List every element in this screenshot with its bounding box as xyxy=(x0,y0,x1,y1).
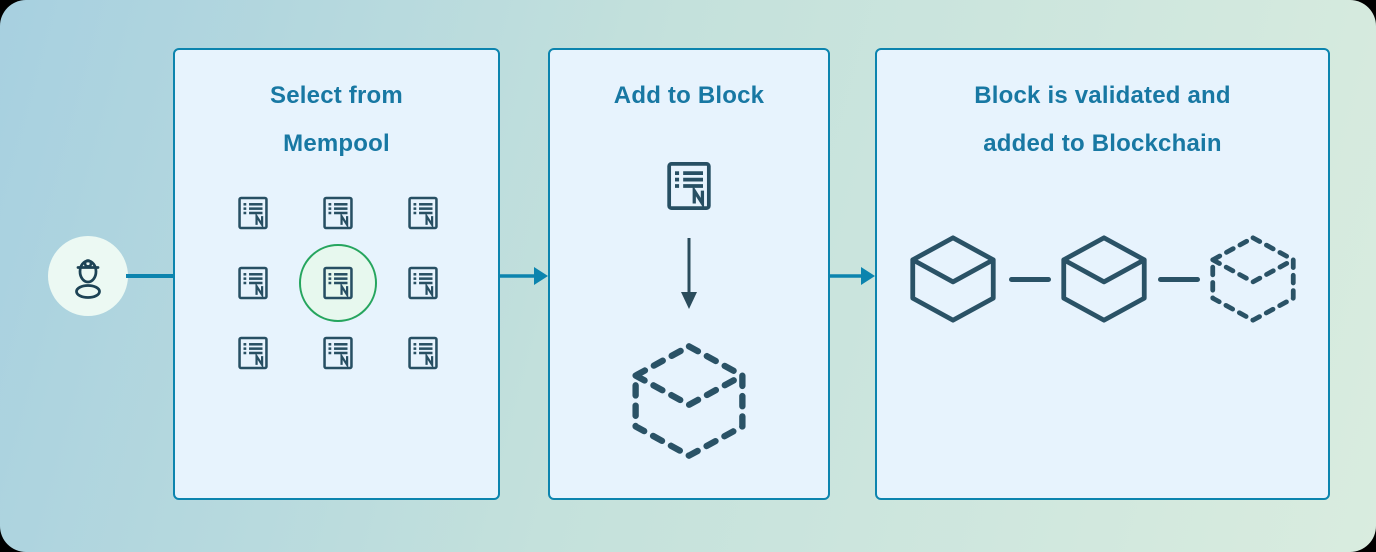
transaction-item xyxy=(319,194,357,232)
transaction-item-selected xyxy=(299,244,377,322)
transaction-note-icon xyxy=(234,194,272,232)
arrow-right-icon xyxy=(830,267,875,285)
panel-select-from-mempool: Select from Mempool xyxy=(173,48,500,500)
miner-connector-line xyxy=(126,274,173,278)
transaction-item xyxy=(404,334,442,372)
mempool-transaction-grid xyxy=(234,194,442,372)
panel-add-to-block: Add to Block xyxy=(548,48,830,500)
panel-title-line2: added to Blockchain xyxy=(983,130,1222,157)
transaction-note-icon xyxy=(404,194,442,232)
transaction-item xyxy=(234,194,272,232)
miner-icon xyxy=(63,251,113,301)
transaction-note-icon xyxy=(404,264,442,302)
block-cube-icon xyxy=(905,233,1001,325)
dashed-block-cube-icon xyxy=(1205,233,1301,325)
panel-title-line1: Block is validated and xyxy=(974,82,1231,109)
transaction-note-icon xyxy=(319,194,357,232)
panel-title: Select from Mempool xyxy=(175,72,498,168)
panel-title-line1: Add to Block xyxy=(613,82,765,109)
arrow-right-icon xyxy=(500,267,548,285)
transaction-note-icon xyxy=(404,334,442,372)
block-cube-icon xyxy=(1056,233,1152,325)
transaction-note-icon xyxy=(234,264,272,302)
panel-title: Add to Block xyxy=(550,72,828,120)
panel-title-line1: Select from xyxy=(270,82,403,109)
chain-link-line xyxy=(1009,277,1051,282)
selected-transaction-ring xyxy=(299,244,377,322)
miner-badge xyxy=(48,236,128,316)
transaction-item xyxy=(319,334,357,372)
transaction-note-icon xyxy=(319,334,357,372)
dashed-block-cube-icon xyxy=(624,340,754,462)
transaction-item xyxy=(234,334,272,372)
chain-link-line xyxy=(1158,277,1200,282)
panel-title: Block is validated and added to Blockcha… xyxy=(877,72,1328,168)
panel-title-line2: Mempool xyxy=(283,130,390,157)
transaction-item xyxy=(404,194,442,232)
transaction-note-icon xyxy=(661,158,717,214)
transaction-note-icon xyxy=(234,334,272,372)
transaction-item xyxy=(404,264,442,302)
transaction-note-icon xyxy=(319,264,357,302)
arrow-down-icon xyxy=(681,238,697,309)
panel-block-validated: Block is validated and added to Blockcha… xyxy=(875,48,1330,500)
transaction-item xyxy=(234,264,272,302)
